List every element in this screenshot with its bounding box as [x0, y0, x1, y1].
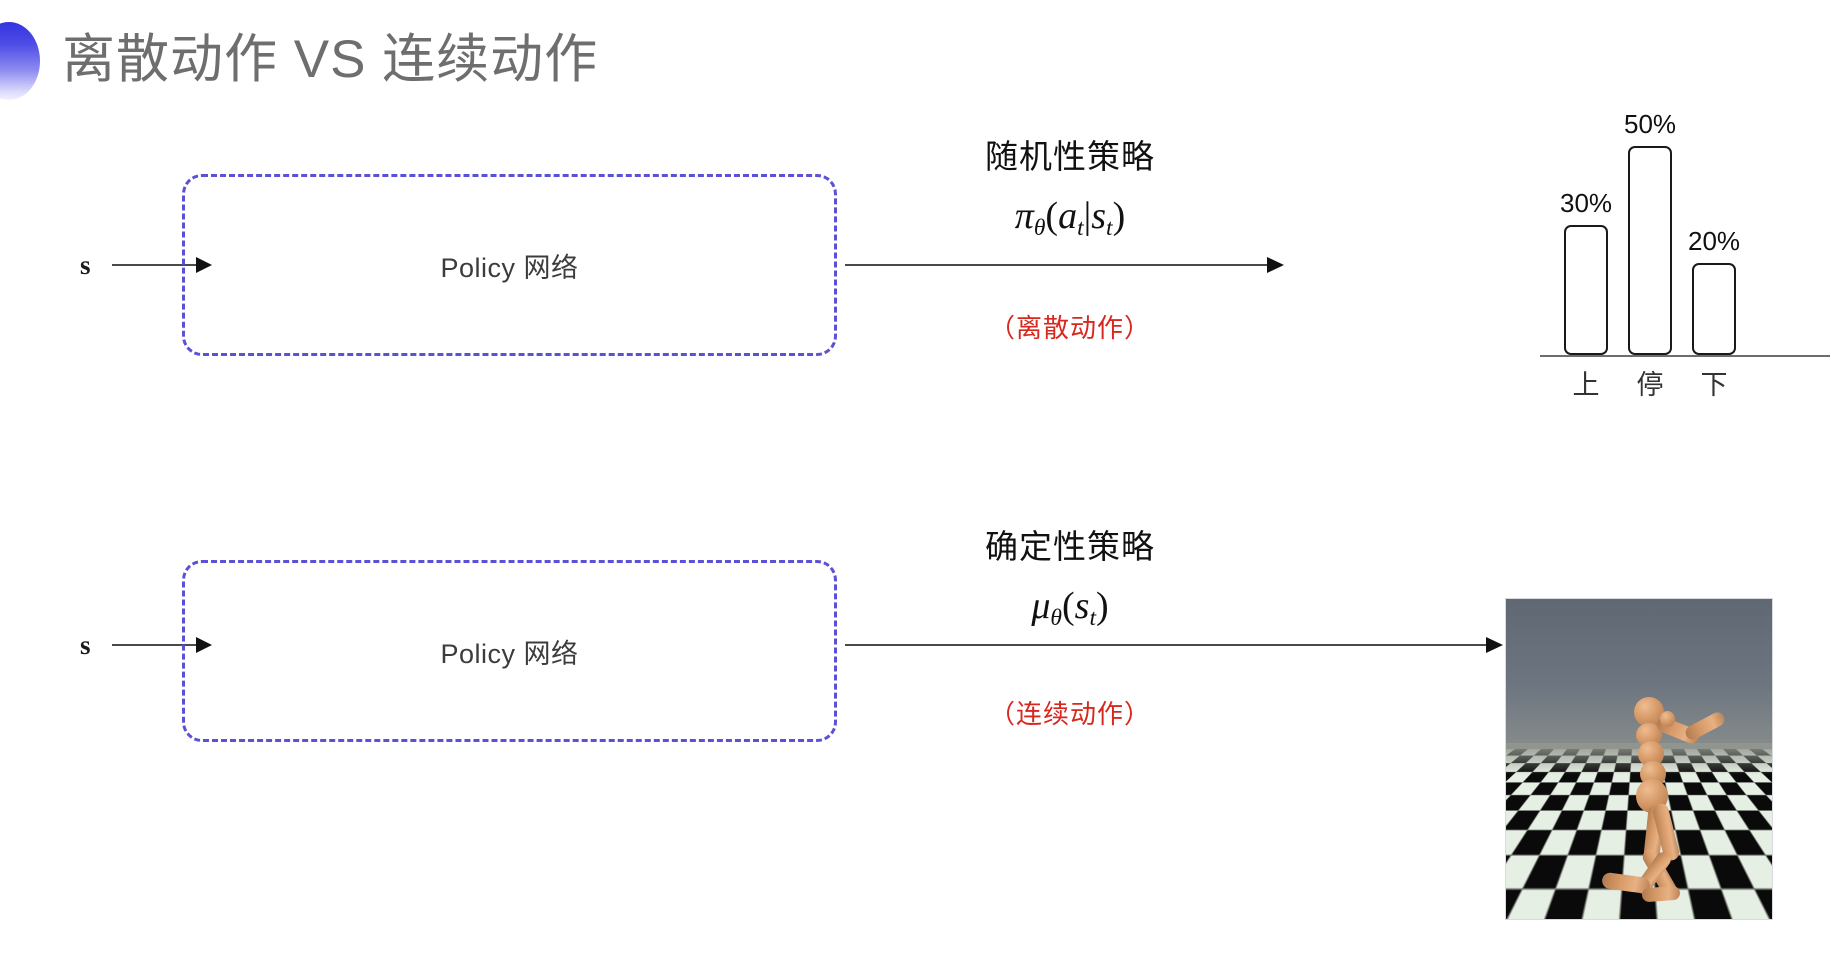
formula-close-paren-2: ) [1096, 585, 1109, 627]
bar-rect-down[interactable] [1692, 263, 1736, 355]
formula-state-symbol-2: s [1075, 585, 1090, 627]
formula-open-paren: ( [1045, 195, 1058, 237]
bar-value-down: 20% [1688, 226, 1740, 257]
continuous-policy-network-box[interactable]: Policy 网络 [182, 560, 837, 742]
axis-label-stop: 停 [1620, 363, 1680, 402]
slide-bottom-strip [0, 954, 1846, 966]
bar-group-down: 20% [1692, 95, 1736, 355]
bar-value-up: 30% [1560, 188, 1612, 219]
continuous-policy-box-label: Policy 网络 [440, 632, 578, 671]
action-probability-bar-chart: 30% 50% 20% 上 停 下 [1540, 95, 1840, 395]
continuous-output-arrow [845, 644, 1500, 646]
mujoco-humanoid-image [1505, 598, 1773, 920]
formula-open-paren-2: ( [1062, 585, 1075, 627]
formula-pi-subscript: θ [1034, 215, 1046, 241]
bar-group-up: 30% [1564, 95, 1608, 355]
discrete-input-state-label: s [80, 250, 91, 281]
axis-label-down: 下 [1684, 363, 1744, 402]
continuous-policy-formula: μθ(st) [930, 584, 1210, 632]
bar-group-stop: 50% [1628, 95, 1672, 355]
formula-close-paren: ) [1113, 195, 1126, 237]
title-bullet-icon [0, 22, 40, 100]
continuous-annotation-title: 确定性策略 [930, 520, 1210, 568]
formula-mu-symbol: μ [1031, 585, 1050, 627]
discrete-annotation-title: 随机性策略 [930, 130, 1210, 178]
continuous-input-state-label: s [80, 630, 91, 661]
formula-pi-symbol: π [1015, 195, 1034, 237]
bar-value-stop: 50% [1624, 109, 1676, 140]
discrete-action-note: （离散动作） [930, 308, 1210, 345]
discrete-annotation: 随机性策略 πθ(at|st) [930, 130, 1210, 242]
bar-chart-plot-area: 30% 50% 20% [1540, 95, 1790, 355]
chart-x-axis-line [1540, 355, 1830, 357]
continuous-action-note: （连续动作） [930, 694, 1210, 731]
continuous-annotation: 确定性策略 μθ(st) [930, 520, 1210, 632]
discrete-output-arrow [845, 264, 1281, 266]
discrete-policy-network-box[interactable]: Policy 网络 [182, 174, 837, 356]
discrete-annotation-note-wrap: （离散动作） [930, 308, 1210, 345]
discrete-policy-box-label: Policy 网络 [440, 246, 578, 285]
discrete-policy-formula: πθ(at|st) [930, 194, 1210, 242]
formula-state-symbol: s [1091, 195, 1106, 237]
humanoid-hand [1660, 711, 1675, 727]
humanoid-rear-foot [1642, 886, 1681, 903]
page-title: 离散动作 VS 连续动作 [62, 26, 598, 94]
bar-rect-up[interactable] [1564, 225, 1608, 355]
axis-label-up: 上 [1556, 363, 1616, 402]
bar-rect-stop[interactable] [1628, 146, 1672, 355]
formula-mu-subscript: θ [1050, 605, 1062, 631]
formula-action-symbol: a [1058, 195, 1077, 237]
continuous-annotation-note-wrap: （连续动作） [930, 694, 1210, 731]
